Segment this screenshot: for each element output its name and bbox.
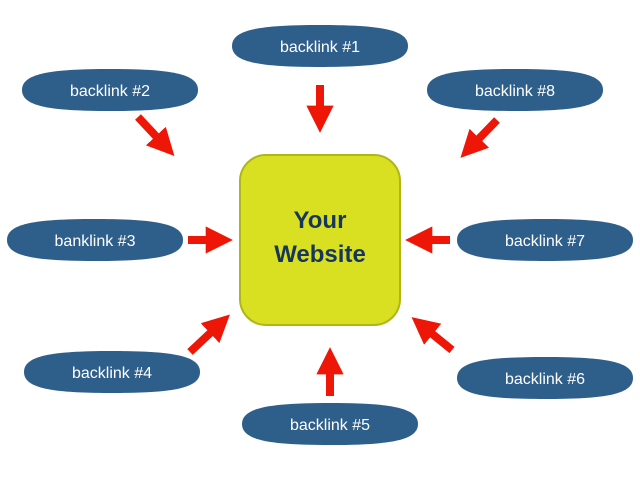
node-label: banklink #3: [55, 233, 136, 250]
node-backlink-3: banklink #3: [7, 219, 183, 261]
arrow-backlink-4-to-center: [187, 314, 230, 355]
arrow-backlink-2-to-center: [135, 114, 175, 156]
node-shape: [457, 357, 633, 399]
node-backlink-6: backlink #6: [457, 357, 633, 399]
center-website-box: Your Website: [239, 154, 401, 326]
node-label: backlink #5: [290, 417, 370, 434]
center-label-line2: Website: [274, 241, 366, 268]
arrow-backlink-8-to-center: [460, 117, 500, 158]
node-backlink-7: backlink #7: [457, 219, 633, 261]
node-backlink-4: backlink #4: [24, 351, 200, 393]
center-label-line1: Your: [294, 207, 347, 234]
node-shape: [232, 25, 408, 67]
node-shape: [242, 403, 418, 445]
node-shape: [24, 351, 200, 393]
node-shape: [427, 69, 603, 111]
node-label: backlink #6: [505, 371, 585, 388]
node-backlink-5: backlink #5: [242, 403, 418, 445]
node-label: backlink #8: [475, 83, 555, 100]
node-shape: [7, 219, 183, 261]
node-shape: [457, 219, 633, 261]
arrow-backlink-6-to-center: [411, 317, 455, 354]
node-label: backlink #1: [280, 39, 360, 56]
node-backlink-8: backlink #8: [427, 69, 603, 111]
center-box-shape: [239, 154, 401, 326]
node-label: backlink #2: [70, 83, 150, 100]
node-shape: [22, 69, 198, 111]
node-backlink-2: backlink #2: [22, 69, 198, 111]
node-backlink-1: backlink #1: [232, 25, 408, 67]
node-label: backlink #7: [505, 233, 585, 250]
node-label: backlink #4: [72, 365, 152, 382]
